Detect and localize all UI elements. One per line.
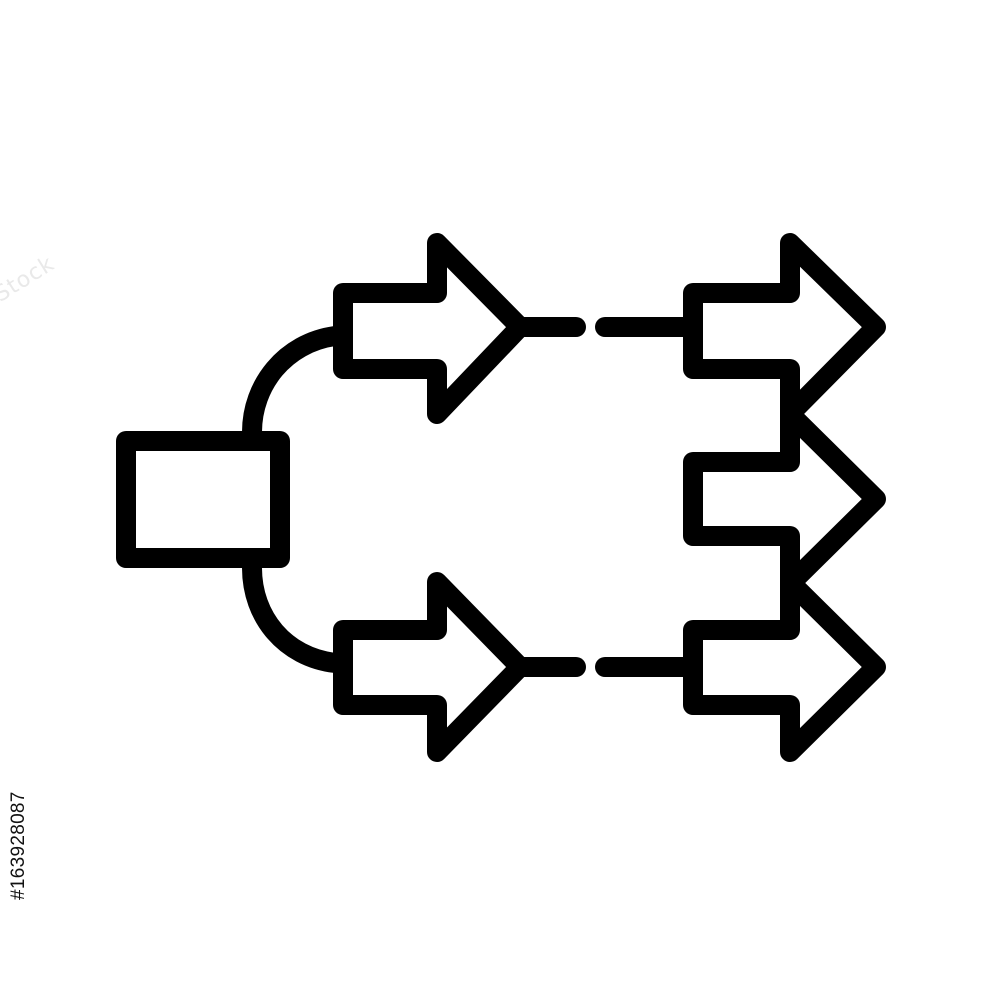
middle-arrow-top [333,233,530,424]
output-arrow-top [683,233,886,424]
branch-connector-bottom [242,558,345,673]
output-arrow-middle [683,404,886,594]
source-box [116,431,290,568]
middle-arrow-bottom [333,572,530,762]
branch-connector-top [242,326,345,442]
output-arrow-bottom [683,572,886,762]
stock-id-label: #163928087 [8,791,29,900]
